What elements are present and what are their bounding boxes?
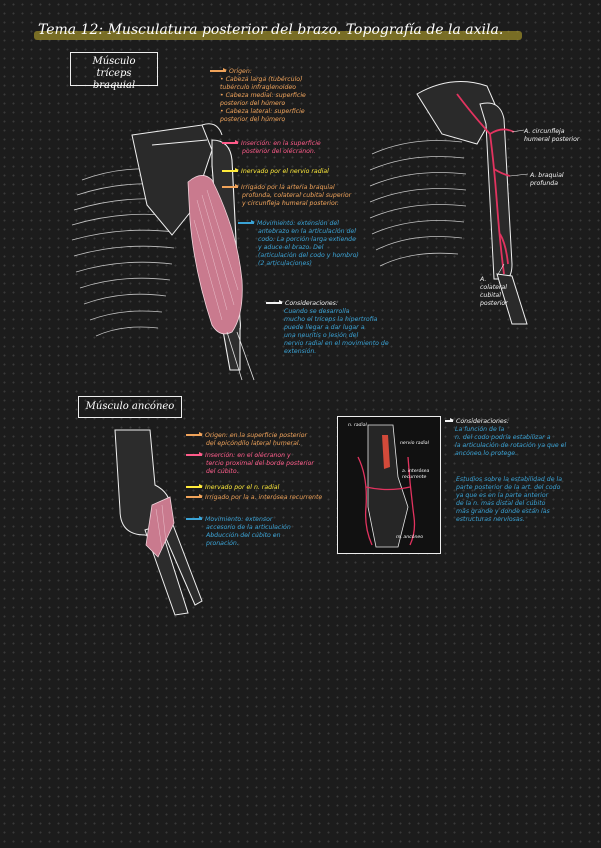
- insertion-line: Inserción: en la superficie: [241, 140, 321, 147]
- movement-line: codo. La porción larga extiende: [238, 236, 359, 244]
- arteries-illustration: [362, 64, 572, 344]
- label-deep-brachial: A. braquial profunda: [530, 172, 564, 188]
- considerations-line: ya que es en la parte anterior: [456, 492, 562, 500]
- triceps-irrigation-note: Irrigado por la arteria braquial profund…: [222, 184, 351, 208]
- considerations-line: parte posterior de la art. del codo: [456, 484, 562, 492]
- shoulder-sketch: [417, 82, 527, 325]
- considerations-line: más grande y donde están las: [456, 508, 562, 516]
- anconeus-considerations-note: Consideraciones: La función de la n. del…: [445, 418, 566, 458]
- origin-item: • Cabeza medial: superficie: [210, 92, 306, 100]
- triceps-origin-note: Origen: • Cabeza larga (tubérculo) tubér…: [210, 68, 306, 124]
- label-line: A. circunfleja: [524, 128, 579, 136]
- label-ulnar-collateral: A. colateral cubital posterior: [480, 276, 508, 308]
- triceps-insertion-note: Inserción: en la superficie posterior de…: [222, 140, 321, 156]
- origin-item: posterior del húmero: [210, 100, 306, 108]
- insertion-line: tercio proximal del borde posterior: [186, 460, 314, 468]
- considerations-line: La función de la: [445, 426, 566, 434]
- arrow-icon: [210, 70, 226, 71]
- irrigation-line: Irrigado por la arteria braquial: [241, 184, 335, 191]
- title-text: Tema 12: Musculatura posterior del brazo…: [38, 22, 503, 38]
- inset-label: n. radial: [348, 423, 367, 429]
- anconeus-irrigation-note: Irrigado por la a. interósea recurrente: [186, 494, 322, 502]
- inset-label: nervio radial: [400, 441, 429, 447]
- innervation-text: Inervado por el n. radial: [205, 484, 279, 491]
- anconeus-innervation-note: Inervado por el n. radial: [186, 484, 279, 492]
- arrow-icon: [222, 170, 238, 171]
- origin-item: • Cabeza larga (tubérculo): [210, 76, 306, 84]
- considerations-line: estructuras nerviosas.: [456, 516, 562, 524]
- label-line: profunda: [530, 180, 564, 188]
- considerations-heading: Consideraciones:: [456, 418, 509, 425]
- origin-line: del epicóndilo lateral humeral.: [186, 440, 307, 448]
- insertion-line: del cúbito.: [186, 468, 314, 476]
- inset-label: a. interósea recurrente: [402, 469, 438, 480]
- label-line: A. braquial: [530, 172, 564, 180]
- ribcage-sketch-right: [370, 141, 466, 267]
- label-line: humeral posterior: [524, 136, 579, 144]
- considerations-line: Estudios sobre la estabilidad de la: [456, 476, 562, 484]
- anconeus-movement-note: Movimiento: extensor accesorio de la art…: [186, 516, 291, 548]
- considerations-line: n. del codo podría estabilizar a: [445, 434, 566, 442]
- inset-label: m. ancóneo: [396, 535, 423, 541]
- inset-illustration: [338, 417, 439, 552]
- triceps-movement-note: Movimiento: extensión del antebrazo en l…: [238, 220, 359, 268]
- movement-line: pronación.: [186, 540, 291, 548]
- anconeus-title-box: Músculo ancóneo: [78, 396, 182, 418]
- considerations-line: la articulación de rotación ya que el: [445, 442, 566, 450]
- arrow-icon: [222, 142, 238, 143]
- arrow-icon: [222, 186, 238, 187]
- arrow-icon: [186, 486, 202, 487]
- arrow-icon: [238, 222, 254, 223]
- triceps-innervation-note: Inervado por el nervio radial: [222, 168, 329, 176]
- movement-line: Movimiento: extensión del: [257, 220, 339, 227]
- arrow-icon: [445, 420, 453, 421]
- anconeus-considerations-note-2: Estudios sobre la estabilidad de la part…: [456, 476, 562, 524]
- anconeus-insertion-note: Inserción: en el olécranon y tercio prox…: [186, 452, 314, 476]
- origin-item: • Cabeza lateral: superficie: [210, 108, 306, 116]
- arrow-icon: [186, 496, 202, 497]
- insertion-line: posterior del olécranon.: [222, 148, 321, 156]
- considerations-heading: Consideraciones:: [285, 300, 338, 307]
- movement-line: Movimiento: extensor: [205, 516, 272, 523]
- label-line: A.: [480, 276, 508, 284]
- origin-line: Origen: en la superficie posterior: [205, 432, 307, 439]
- label-circumflex: A. circunfleja humeral posterior: [524, 128, 579, 144]
- arrow-icon: [186, 454, 202, 455]
- innervation-text: Inervado por el nervio radial: [241, 168, 329, 175]
- movement-line: (2 articulaciones): [238, 260, 359, 268]
- movement-line: accesorio de la articulación: [186, 524, 291, 532]
- inset-frame: n. radial nervio radial a. interósea rec…: [337, 416, 441, 554]
- label-line: cubital: [480, 292, 508, 300]
- considerations-line: extensión.: [266, 348, 389, 356]
- label-line: colateral: [480, 284, 508, 292]
- movement-line: Abducción del cúbito en: [186, 532, 291, 540]
- movement-line: antebrazo en la articulación del: [238, 228, 359, 236]
- origin-item: tubérculo infraglenoideo: [210, 84, 306, 92]
- arrow-icon: [266, 302, 282, 303]
- label-line: posterior: [480, 300, 508, 308]
- page-title: Tema 12: Musculatura posterior del brazo…: [38, 22, 518, 40]
- anconeus-origin-note: Origen: en la superficie posterior del e…: [186, 432, 307, 448]
- origin-heading: Origen:: [229, 68, 252, 75]
- movement-line: (articulación del codo y hombro): [238, 252, 359, 260]
- considerations-line: ancóneo lo protege.: [445, 450, 566, 458]
- movement-line: y aduce el brazo. Del: [238, 244, 359, 252]
- irrigation-line: profunda, colateral cubital superior: [222, 192, 351, 200]
- irrigation-text: Irrigado por la a. interósea recurrente: [205, 494, 322, 501]
- insertion-line: Inserción: en el olécranon y: [205, 452, 291, 459]
- origin-item: posterior del húmero: [210, 116, 306, 124]
- considerations-line: de la n. mas distal del cúbito: [456, 500, 562, 508]
- irrigation-line: y circunfleja humeral posterior.: [222, 200, 351, 208]
- anconeus-title-text: Músculo ancóneo: [86, 401, 175, 412]
- arrow-icon: [186, 518, 202, 519]
- arrow-icon: [186, 434, 202, 435]
